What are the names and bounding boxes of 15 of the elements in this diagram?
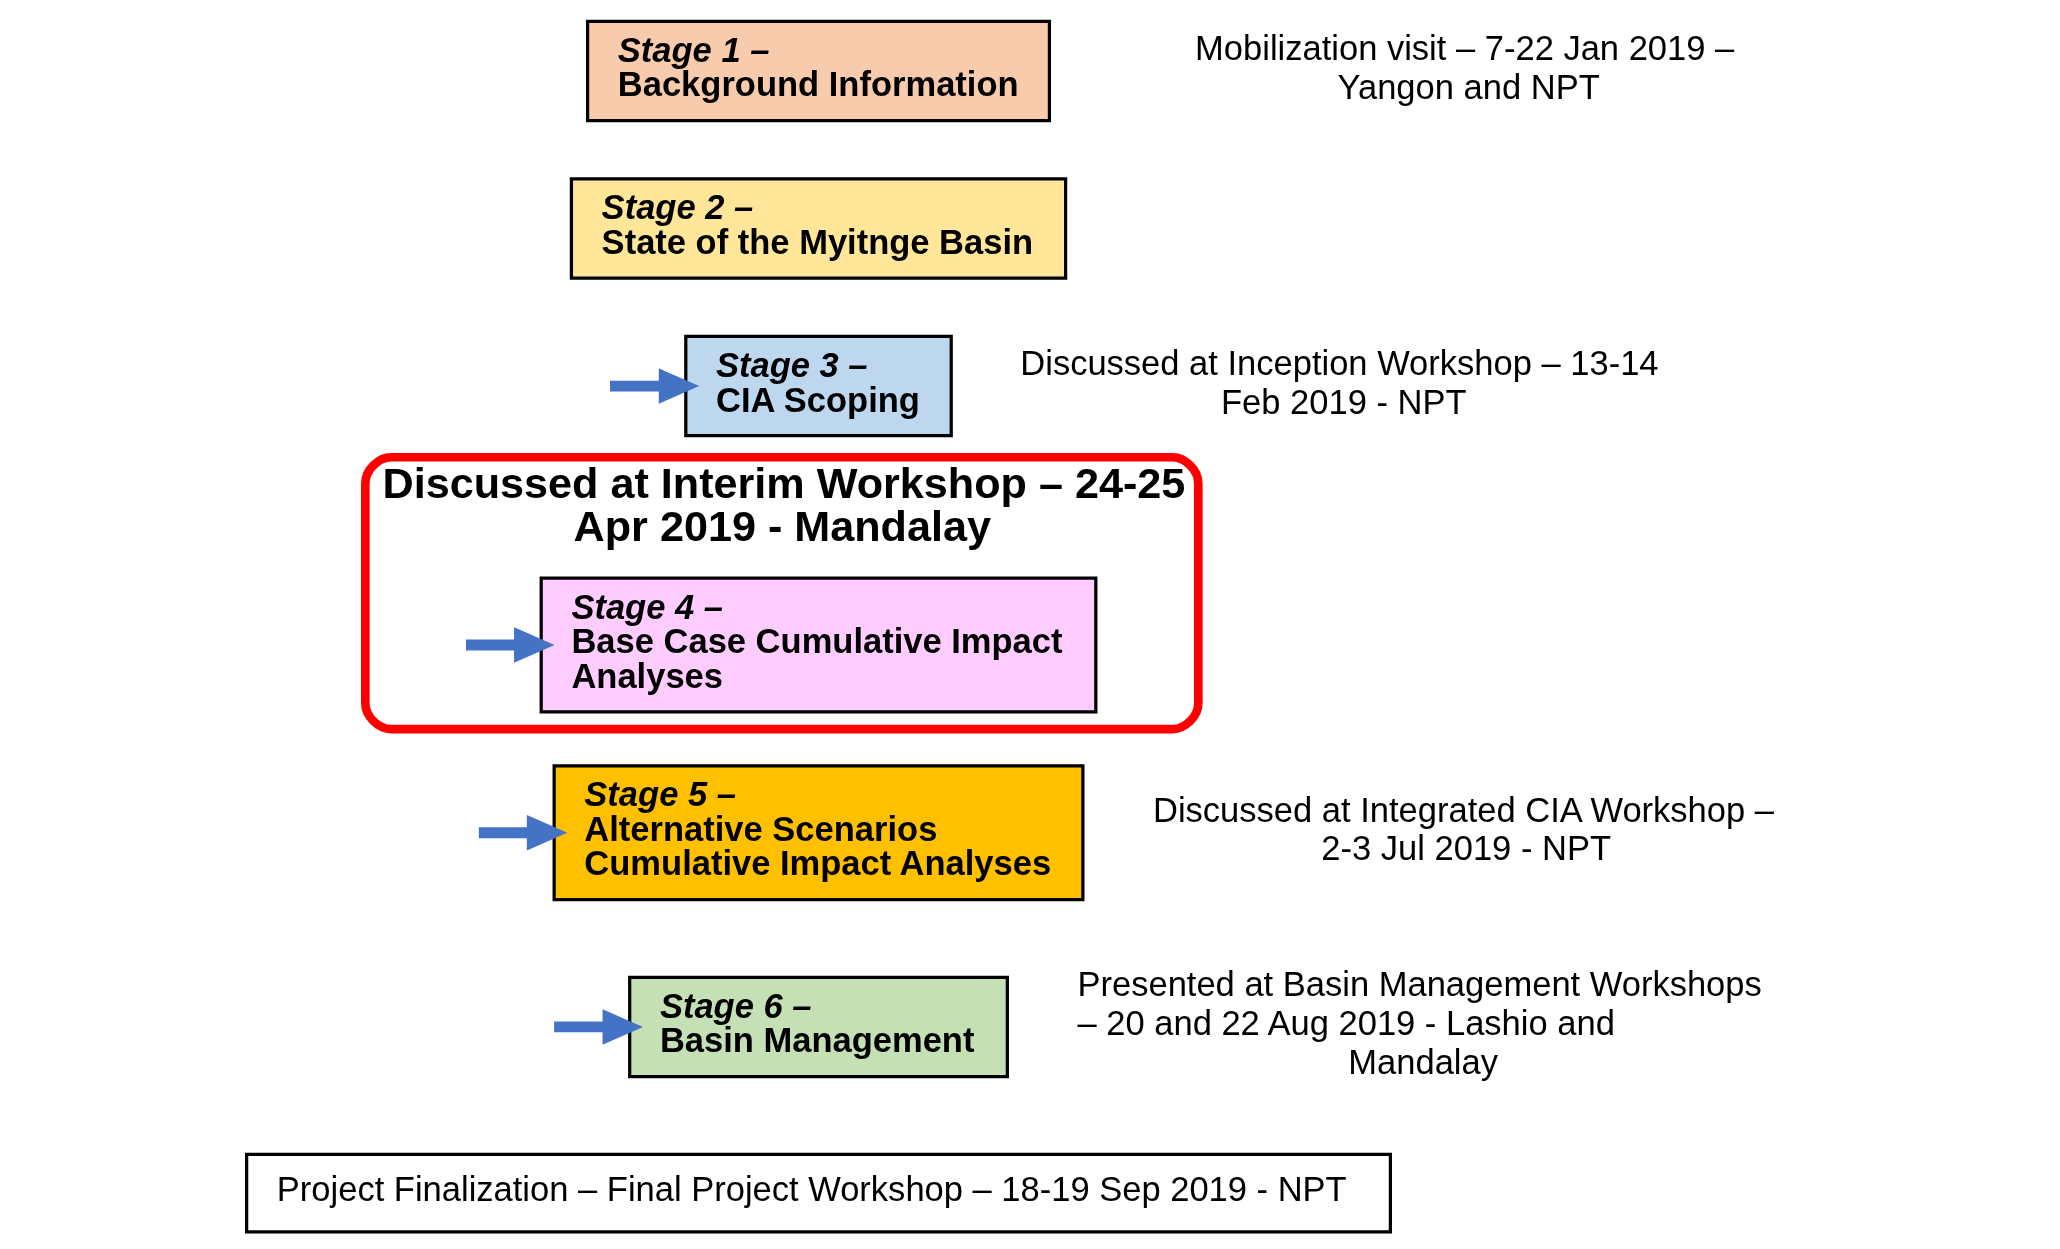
node-box: Stage 5 – Alternative Scenarios Cumulative Impact Analyses bbox=[552, 764, 1085, 902]
node-label: Presented at Basin Management Workshops – 20 and 22 Aug 2019 - Lashio and Mandalay bbox=[1077, 965, 1762, 1082]
node-box: Stage 4 – Base Case Cumulative Impact Analyses bbox=[539, 576, 1098, 714]
node-box: Stage 6 – Basin Management bbox=[628, 975, 1009, 1079]
node-label: Discussed at Integrated CIA Workshop – 2-3 Jul 2019 - NPT bbox=[1153, 790, 1774, 868]
node-box: Project Finalization – Final Project Workshop – 18-19 Sep 2019 - NPT bbox=[245, 1152, 1392, 1234]
arrow bbox=[478, 815, 568, 851]
node-box: Stage 2 – State of the Myitnge Basin bbox=[569, 177, 1068, 280]
arrow bbox=[610, 368, 700, 404]
node-box: Stage 3 – CIA Scoping bbox=[684, 334, 953, 438]
label: Mobilization visit – 7-22 Jan 2019 – Yangon and NPT bbox=[1195, 28, 1735, 106]
node-box: Stage 1 – Background Information bbox=[586, 19, 1052, 123]
arrow bbox=[466, 627, 555, 663]
node-label: Discussed at Inception Workshop – 13-14 Feb 2019 - NPT bbox=[1020, 343, 1659, 421]
arrow bbox=[554, 1009, 643, 1045]
